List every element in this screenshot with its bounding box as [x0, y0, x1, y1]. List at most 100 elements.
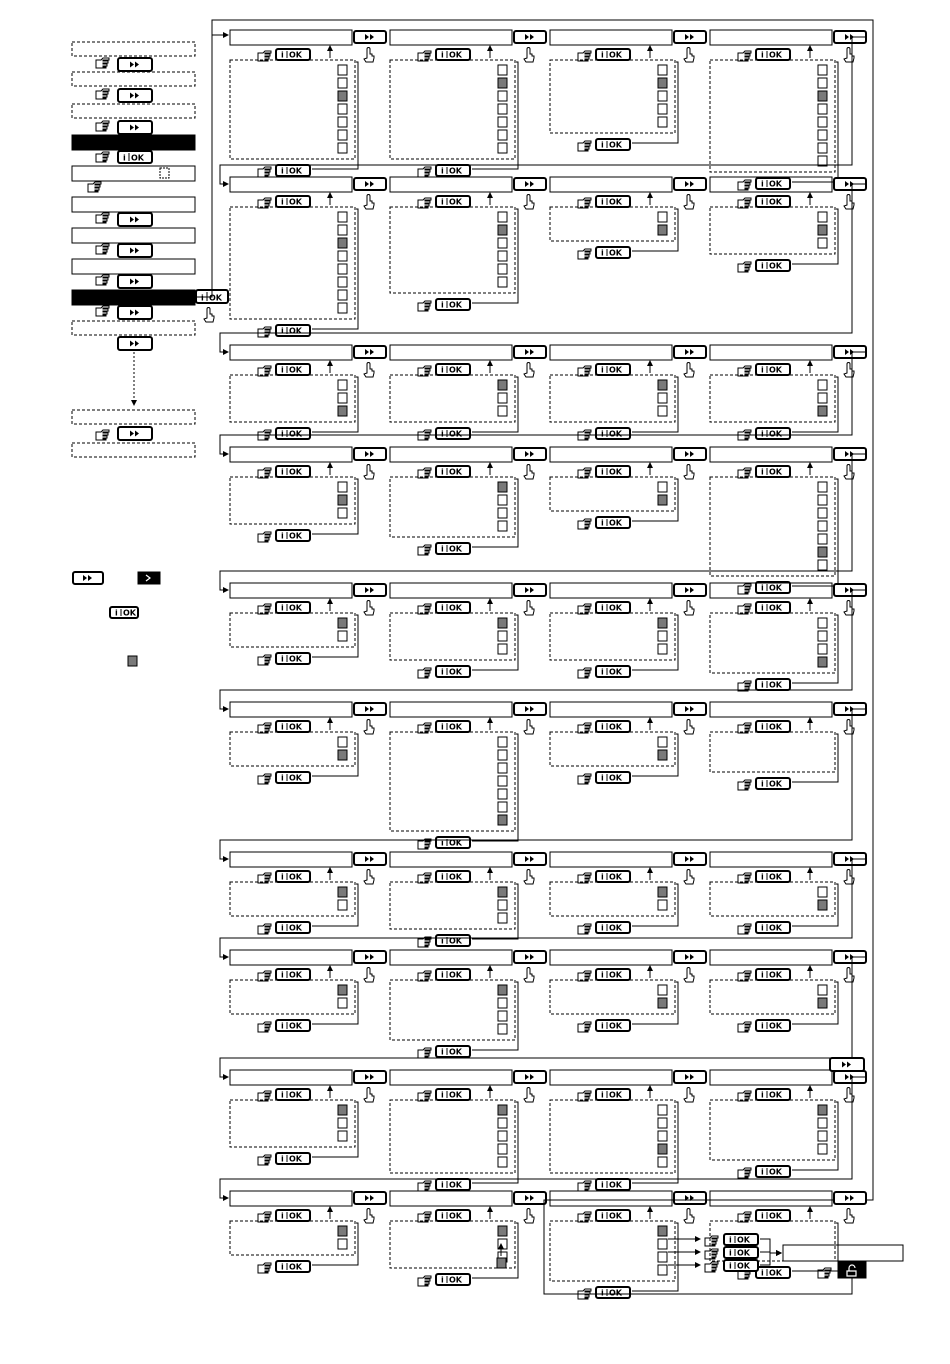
finger-up-icon[interactable] — [683, 600, 695, 616]
next-button[interactable] — [513, 30, 547, 44]
finger-up-icon[interactable] — [363, 47, 375, 63]
next-button[interactable] — [117, 120, 153, 135]
next-button[interactable] — [72, 571, 104, 585]
finger-up-icon[interactable] — [683, 719, 695, 735]
next-button[interactable] — [353, 852, 387, 866]
next-button[interactable] — [513, 177, 547, 191]
next-button[interactable] — [673, 447, 707, 461]
finger-up-icon[interactable] — [523, 719, 535, 735]
main-menu-item[interactable] — [71, 165, 196, 182]
next-button[interactable] — [353, 702, 387, 716]
next-button[interactable] — [353, 447, 387, 461]
next-button[interactable] — [353, 30, 387, 44]
finger-up-icon[interactable] — [523, 194, 535, 210]
finger-up-icon[interactable] — [683, 1208, 695, 1224]
finger-up-icon[interactable] — [683, 194, 695, 210]
main-menu-item[interactable] — [71, 41, 196, 57]
finger-up-icon[interactable] — [363, 464, 375, 480]
finger-up-icon[interactable] — [363, 967, 375, 983]
finger-up-icon[interactable] — [363, 362, 375, 378]
finger-up-icon[interactable] — [363, 869, 375, 885]
next-button[interactable] — [353, 177, 387, 191]
main-menu-item[interactable] — [71, 258, 196, 275]
finger-up-icon[interactable] — [363, 719, 375, 735]
next-button[interactable] — [513, 345, 547, 359]
back-button[interactable] — [137, 571, 161, 585]
next-button[interactable] — [673, 345, 707, 359]
next-button[interactable] — [353, 345, 387, 359]
next-button[interactable] — [673, 30, 707, 44]
next-button[interactable] — [117, 57, 153, 72]
next-button[interactable] — [829, 1057, 865, 1072]
finger-up-icon[interactable] — [843, 1208, 855, 1224]
next-button[interactable] — [513, 447, 547, 461]
main-menu-item[interactable] — [71, 320, 196, 336]
next-button[interactable] — [117, 212, 153, 227]
next-button[interactable] — [353, 1070, 387, 1084]
finger-up-icon[interactable] — [523, 1087, 535, 1103]
next-button[interactable] — [513, 702, 547, 716]
next-button[interactable] — [673, 1191, 707, 1205]
finger-up-icon[interactable] — [363, 194, 375, 210]
finger-up-icon[interactable] — [523, 869, 535, 885]
next-button[interactable] — [117, 88, 153, 103]
finger-up-icon[interactable] — [523, 362, 535, 378]
finger-up-icon[interactable] — [683, 362, 695, 378]
next-button[interactable] — [833, 950, 867, 964]
next-button[interactable] — [353, 950, 387, 964]
